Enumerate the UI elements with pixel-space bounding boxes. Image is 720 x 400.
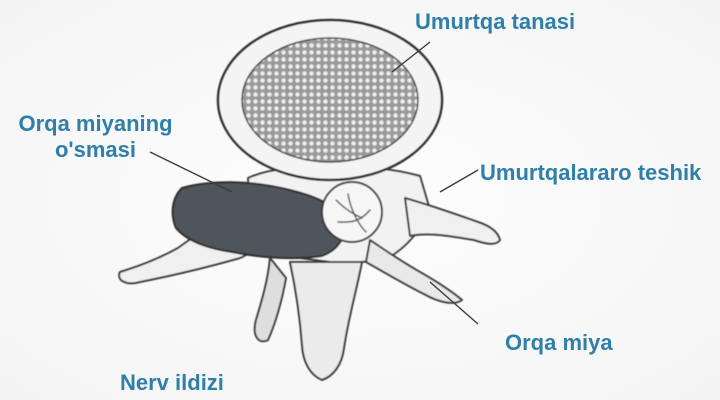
facet-joint xyxy=(366,240,462,303)
label-spinal-tumor: Orqa miyaning o'smasi xyxy=(8,111,183,163)
leader-line-foramen xyxy=(440,170,478,192)
label-nerve-root: Nerv ildizi xyxy=(120,370,224,396)
vertebral-body-cancellous xyxy=(242,38,418,162)
label-spinal-tumor-line2: o'smasi xyxy=(8,137,183,163)
label-intervertebral-foramen: Umurtqalararo teshik xyxy=(480,160,701,186)
right-transverse-process xyxy=(405,198,500,244)
label-vertebral-body: Umurtqa tanasi xyxy=(415,9,575,35)
label-spinal-cord: Orqa miya xyxy=(505,330,613,356)
spinous-process xyxy=(290,262,362,380)
nerve-root xyxy=(255,258,286,341)
label-spinal-tumor-line1: Orqa miyaning xyxy=(8,111,183,137)
leader-line-cord xyxy=(430,282,478,324)
spinal-cord xyxy=(322,182,382,242)
